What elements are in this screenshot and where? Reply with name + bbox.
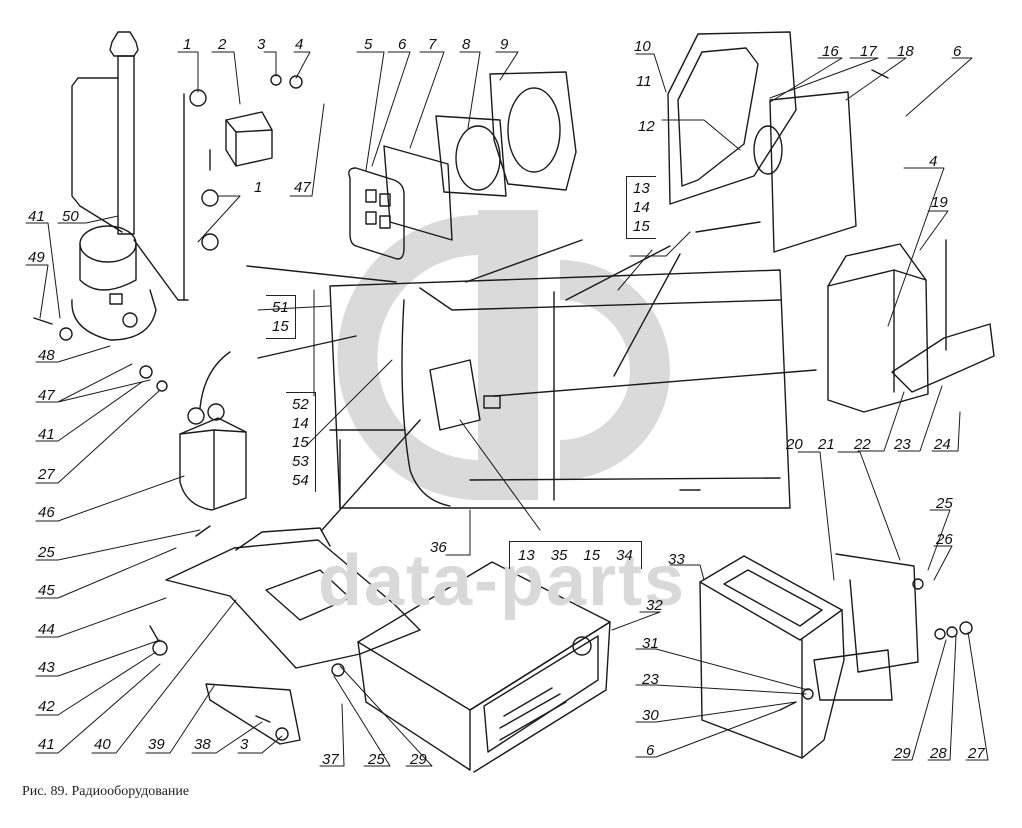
callout-42: 42	[38, 698, 55, 715]
radio-receiver	[357, 561, 611, 773]
callout-34: 34	[616, 547, 633, 564]
speaker-frame	[489, 71, 577, 191]
callout-15c: 15	[292, 434, 309, 451]
callout-33: 33	[668, 551, 685, 568]
noise-filter	[179, 351, 247, 511]
callout-32: 32	[646, 597, 663, 614]
callout-3: 3	[257, 36, 266, 53]
callout-22: 22	[854, 436, 871, 453]
callout-29a: 29	[410, 751, 427, 768]
callout-28: 28	[930, 745, 947, 762]
callout-52: 52	[292, 396, 309, 413]
callout-4: 4	[295, 36, 304, 53]
callout-19: 19	[931, 194, 948, 211]
radio-unit-right	[699, 553, 919, 759]
callout-1b: 1	[254, 179, 263, 196]
watermark-text: data-parts	[318, 541, 687, 621]
callout-31: 31	[642, 635, 659, 652]
callout-43: 43	[38, 659, 55, 676]
callout-50: 50	[62, 208, 79, 225]
callout-36: 36	[430, 539, 447, 556]
callout-8: 8	[462, 36, 471, 53]
callout-51: 51	[272, 299, 289, 316]
callout-38: 38	[194, 736, 211, 753]
callout-37: 37	[322, 751, 339, 768]
callout-45: 45	[38, 582, 55, 599]
callout-48: 48	[38, 347, 55, 364]
callout-11: 11	[636, 73, 652, 90]
callout-41c: 41	[38, 736, 55, 753]
figure-caption: Рис. 89. Радиооборудование	[22, 784, 190, 799]
callout-29b: 29	[894, 745, 911, 762]
callout-7: 7	[428, 36, 437, 53]
leader-lines	[25, 51, 989, 767]
callout-1: 1	[183, 36, 192, 53]
mounting-bracket	[165, 527, 421, 745]
callout-2: 2	[218, 36, 227, 53]
callout-6c: 6	[646, 742, 655, 759]
callout-13: 13	[633, 180, 650, 197]
callout-20: 20	[786, 436, 803, 453]
callout-41a: 41	[28, 208, 45, 225]
callout-15: 15	[633, 218, 650, 235]
callout-12: 12	[638, 118, 655, 135]
rear-speaker-panel	[667, 31, 857, 253]
callout-47b: 47	[38, 387, 55, 404]
antenna	[71, 31, 189, 301]
callout-39: 39	[148, 736, 165, 753]
callout-40: 40	[94, 736, 111, 753]
arrows	[246, 239, 817, 531]
callout-26: 26	[936, 531, 953, 548]
callout-18: 18	[897, 43, 914, 60]
callout-25c: 25	[368, 751, 385, 768]
callout-17: 17	[860, 43, 877, 60]
callout-6b: 6	[953, 43, 962, 60]
callout-9: 9	[500, 36, 509, 53]
callout-5: 5	[364, 36, 373, 53]
callout-14b: 14	[292, 415, 309, 432]
relay	[189, 89, 273, 251]
callout-13b: 13	[518, 547, 535, 564]
callout-6: 6	[398, 36, 407, 53]
callout-15b: 15	[272, 318, 289, 335]
amplifier-unit	[827, 239, 995, 413]
callout-27b: 27	[968, 745, 985, 762]
callout-41b: 41	[38, 426, 55, 443]
callout-47a: 47	[294, 179, 311, 196]
callout-49: 49	[28, 249, 45, 266]
callout-46: 46	[38, 504, 55, 521]
callout-24: 24	[934, 436, 951, 453]
callout-group-13-35-15-34: 13 35 15 34	[509, 541, 642, 569]
callout-25b: 25	[38, 544, 55, 561]
callout-group-51-15: 51 15	[266, 295, 296, 339]
callout-23b: 23	[642, 671, 659, 688]
callout-group-52-54: 52 14 15 53 54	[286, 392, 316, 492]
callout-10: 10	[634, 38, 651, 55]
fasteners	[33, 69, 973, 741]
callout-53: 53	[292, 453, 309, 470]
callout-44: 44	[38, 621, 55, 638]
callout-14: 14	[633, 199, 650, 216]
antenna-motor	[71, 225, 157, 341]
callout-23a: 23	[894, 436, 911, 453]
callout-group-13-14-15: 13 14 15	[626, 176, 656, 239]
callout-21: 21	[818, 436, 835, 453]
callout-25a: 25	[936, 495, 953, 512]
callout-15d: 15	[583, 547, 601, 564]
watermark-logo	[337, 210, 670, 500]
callout-27a: 27	[38, 466, 55, 483]
callout-16: 16	[822, 43, 839, 60]
callout-3b: 3	[240, 736, 249, 753]
callout-4b: 4	[929, 153, 938, 170]
callout-54: 54	[292, 472, 309, 489]
callout-35: 35	[550, 547, 568, 564]
callout-30: 30	[642, 707, 659, 724]
